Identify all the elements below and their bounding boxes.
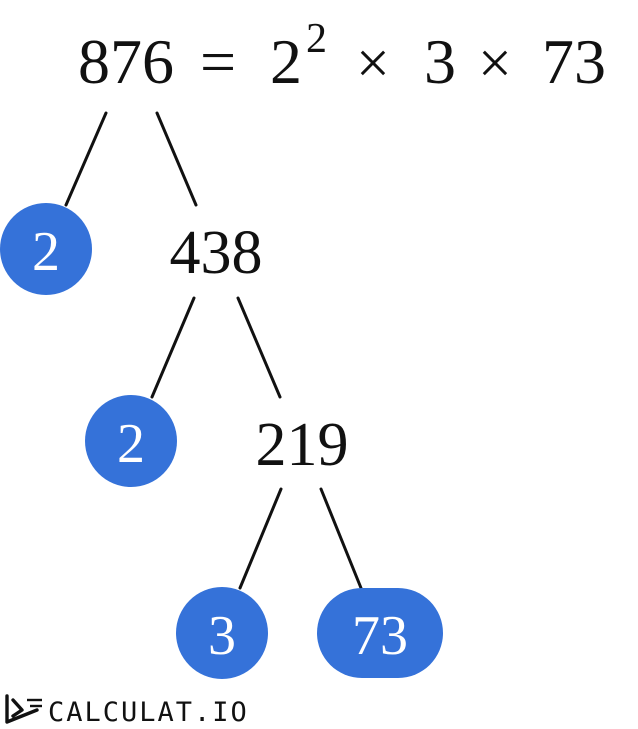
calculator-logo-icon: [5, 694, 42, 724]
equation-times-1: ×: [356, 30, 390, 96]
prime-node-level-2: 2: [85, 395, 177, 487]
equation-factor-3: 73: [542, 26, 606, 97]
composite-node-219: 219: [256, 411, 349, 479]
prime-node-circle: [0, 203, 92, 295]
prime-node-level-1: 2: [0, 203, 92, 295]
logo-text: CALCULAT.IO: [48, 697, 249, 728]
prime-node-label: 73: [352, 605, 408, 667]
factorization-equation: 876 = 2 2 × 3 × 73: [78, 16, 606, 97]
prime-node-pill: [317, 588, 443, 678]
prime-node-label: 3: [208, 605, 236, 667]
edge-219-to-prime-3: [238, 487, 283, 590]
equation-equals: =: [200, 26, 236, 97]
equation-factor-2: 3: [424, 26, 456, 97]
edge-root-to-prime-1: [64, 111, 108, 207]
equation-times-2: ×: [478, 30, 512, 96]
equation-base: 2: [270, 26, 302, 97]
edge-root-to-438: [155, 111, 198, 207]
composite-node-438: 438: [170, 219, 263, 287]
edge-219-to-prime-73: [319, 487, 363, 590]
equation-number: 876: [78, 26, 174, 97]
prime-node-circle: [85, 395, 177, 487]
tree-edges: [64, 111, 363, 590]
prime-node-label: 2: [117, 413, 145, 475]
equation-exponent: 2: [306, 16, 327, 62]
calculat-io-logo: CALCULAT.IO: [5, 694, 249, 728]
prime-node-level-3-right: 73: [317, 588, 443, 678]
edge-438-to-prime-2: [150, 296, 196, 399]
prime-node-circle: [176, 587, 268, 679]
prime-node-label: 2: [32, 221, 60, 283]
prime-node-level-3-left: 3: [176, 587, 268, 679]
edge-438-to-219: [236, 296, 282, 399]
